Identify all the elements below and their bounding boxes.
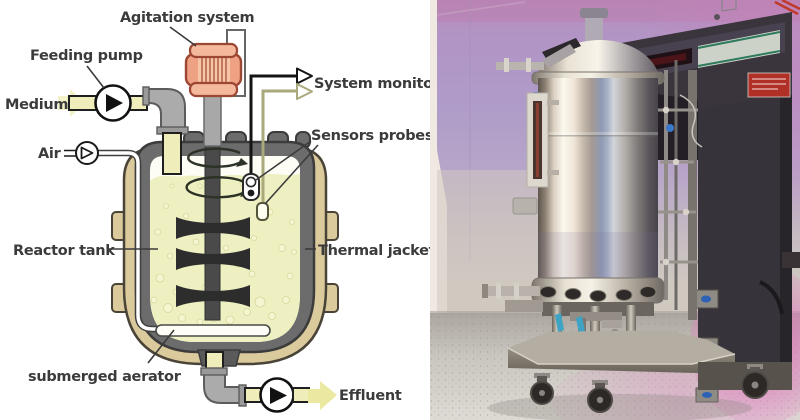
impeller-blades bbox=[176, 217, 250, 307]
instrument-panel bbox=[698, 30, 780, 68]
side-clamp bbox=[782, 252, 800, 268]
skid-shadow bbox=[488, 394, 752, 420]
label-air: Air bbox=[38, 146, 62, 162]
red-cable-corner bbox=[774, 0, 800, 16]
blue-valve-handle bbox=[555, 313, 564, 332]
harvest-pipe bbox=[482, 283, 564, 332]
monitor-arrow-olive bbox=[296, 83, 313, 100]
air-line bbox=[98, 149, 160, 333]
agitator-coupling bbox=[585, 14, 603, 48]
label-submerged-aerator: submerged aerator bbox=[28, 369, 182, 385]
caster-wheel bbox=[587, 380, 613, 413]
support-leg bbox=[626, 305, 636, 345]
monitor-arrow-black bbox=[296, 67, 313, 85]
bioreactor-schematic-panel: Agitation system Feeding pump Medium Air… bbox=[5, 10, 430, 413]
bioreactor-photo-panel bbox=[430, 0, 800, 420]
effluent-flow-arrow bbox=[308, 381, 337, 410]
inlet-elbow bbox=[142, 86, 189, 135]
blue-valve bbox=[666, 124, 674, 132]
steel-vessel bbox=[482, 8, 665, 350]
label-medium: Medium bbox=[5, 97, 68, 113]
label-pointer-lines bbox=[86, 26, 319, 364]
agitator-shaft-upper bbox=[203, 91, 222, 147]
medium-feed-line bbox=[58, 84, 189, 175]
level-gauge bbox=[526, 92, 559, 188]
weld-line bbox=[538, 132, 658, 135]
sensor-probe-2 bbox=[256, 202, 269, 221]
effluent-line bbox=[197, 349, 337, 413]
process-piping bbox=[658, 60, 703, 320]
label-system-monitor: System monitor bbox=[314, 76, 430, 92]
agitation-motor bbox=[184, 42, 243, 98]
label-effluent: Effluent bbox=[339, 388, 402, 404]
inlet-pipe bbox=[162, 132, 182, 175]
base-skid bbox=[488, 330, 792, 420]
label-feeding-pump: Feeding pump bbox=[30, 48, 143, 64]
outlet-elbow bbox=[200, 367, 247, 407]
sensor-probe-1 bbox=[242, 173, 260, 201]
caster-wheel bbox=[741, 364, 769, 399]
coiled-tube bbox=[679, 94, 703, 148]
bottom-flange bbox=[531, 277, 665, 304]
bioreactor-schematic: Agitation system Feeding pump Medium Air… bbox=[5, 10, 430, 413]
monitor-line-black bbox=[249, 74, 298, 178]
label-sensors-probes: Sensors probes bbox=[311, 128, 430, 144]
air-pump-symbol bbox=[64, 141, 99, 165]
support-leg bbox=[590, 306, 600, 350]
wall-switch bbox=[512, 197, 538, 215]
panel-green-trim bbox=[697, 31, 781, 67]
label-agitation-system: Agitation system bbox=[120, 10, 254, 26]
top-side-pipe bbox=[496, 62, 544, 70]
vessel-body bbox=[538, 78, 658, 287]
power-cable bbox=[759, 280, 784, 315]
bioreactor-photo bbox=[430, 0, 800, 420]
label-thermal-jacket: Thermal jacket bbox=[318, 243, 430, 259]
support-leg bbox=[552, 305, 562, 349]
caster-wheel bbox=[530, 373, 554, 405]
cabinet-screw bbox=[714, 14, 720, 20]
monitor-line-olive bbox=[261, 89, 298, 205]
label-reactor-tank: Reactor tank bbox=[13, 243, 115, 259]
effluent-pump-symbol bbox=[259, 377, 295, 413]
feeding-pump-symbol bbox=[94, 84, 132, 122]
panel-icon bbox=[721, 0, 737, 12]
warning-label bbox=[747, 72, 791, 98]
submerged-aerator-bar bbox=[155, 324, 271, 337]
